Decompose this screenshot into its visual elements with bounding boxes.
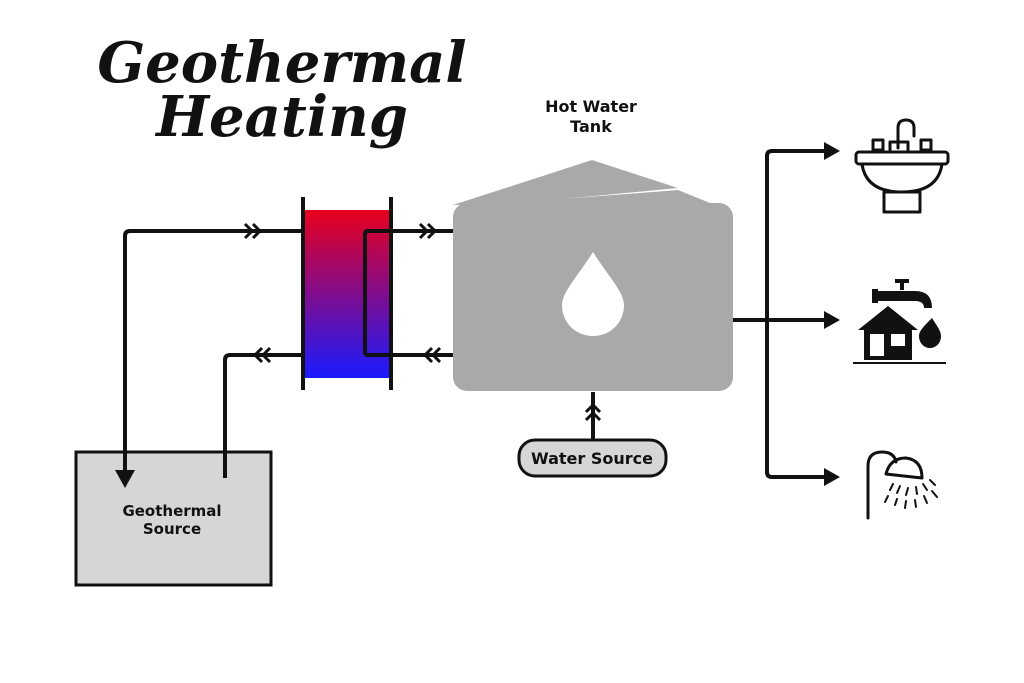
tank-label-1: Hot Water <box>545 97 637 116</box>
supply-chevrons <box>243 222 263 240</box>
output-pipe-trunk <box>765 149 826 479</box>
tank-roof-right <box>510 190 710 203</box>
geothermal-source-label-2: Source <box>143 520 201 538</box>
source-pipes <box>123 229 324 478</box>
output-pipes <box>733 149 826 479</box>
water-source-chevrons <box>584 402 602 422</box>
return-pipe <box>223 353 322 478</box>
tank-supply-pipe <box>363 229 455 355</box>
tank-supply-chevrons <box>418 222 438 240</box>
water-drop-icon <box>562 252 624 336</box>
geothermal-source-box <box>74 450 273 587</box>
water-source-box <box>517 438 668 478</box>
shower-icon <box>866 450 938 520</box>
arrow-into-source <box>115 470 135 488</box>
tank-roof <box>453 160 678 205</box>
return-chevrons <box>252 346 272 364</box>
tank-label-2: Tank <box>570 117 612 136</box>
sink-icon <box>854 118 950 214</box>
heat-exchanger <box>305 210 389 378</box>
title-line-2: Heating <box>154 84 408 150</box>
arrow-to-house <box>824 311 840 329</box>
water-source-label: Water Source <box>531 449 653 468</box>
title-line-1: Geothermal <box>97 30 466 96</box>
house-faucet-icon <box>853 279 946 364</box>
arrow-to-shower <box>824 468 840 486</box>
arrow-to-sink <box>824 142 840 160</box>
geothermal-source-label-1: Geothermal <box>122 502 221 520</box>
tank-pipes <box>363 229 455 357</box>
tank-return-chevrons <box>422 346 442 364</box>
hot-water-tank <box>453 160 733 391</box>
